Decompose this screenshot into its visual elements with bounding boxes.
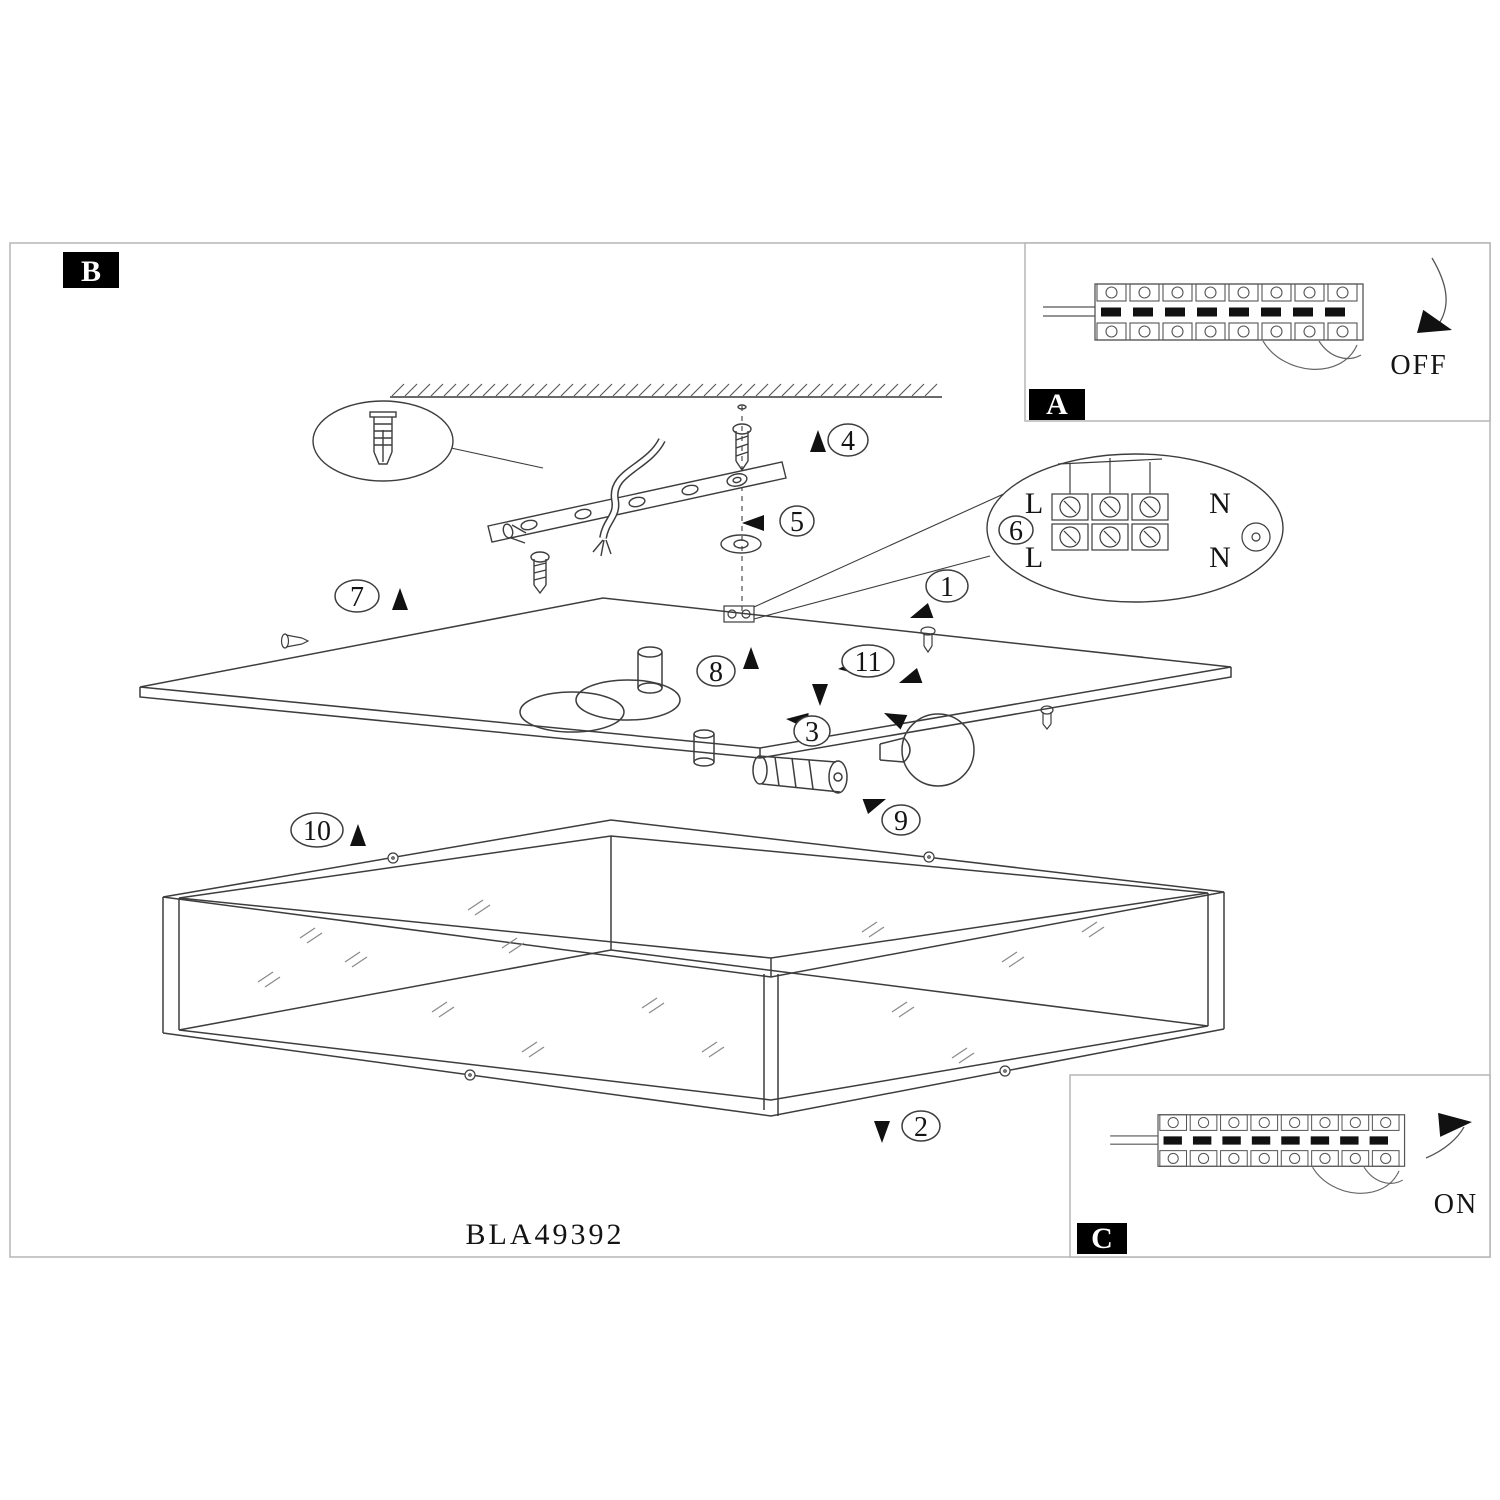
callout-step-1-label: 1 xyxy=(940,572,954,603)
mounting-plate xyxy=(139,597,1232,794)
ground-terminal-icon xyxy=(1241,522,1271,552)
neutral-label-bottom: N xyxy=(1209,541,1231,574)
callout-step-3-label: 3 xyxy=(805,717,819,748)
plate-screw-small-2 xyxy=(1040,705,1054,730)
ceiling-hatch xyxy=(390,383,942,398)
power-cable xyxy=(592,437,666,557)
callout-step-2: 2 xyxy=(901,1110,941,1143)
callout-step-10: 10 xyxy=(290,812,344,848)
callout-step-2-label: 2 xyxy=(914,1112,928,1143)
on-label: ON xyxy=(1434,1189,1478,1220)
callout-step-5: 5 xyxy=(779,505,815,538)
on-arrow-curve xyxy=(1425,1126,1465,1159)
mounting-screw-top xyxy=(732,423,752,472)
section-c-tag: C xyxy=(1077,1222,1127,1255)
plate-screw-left xyxy=(280,633,310,649)
callout-step-9: 9 xyxy=(881,804,921,837)
lampholder-cup xyxy=(519,679,681,733)
callout-step-4-label: 4 xyxy=(841,426,855,457)
section-b-label: B xyxy=(81,255,101,288)
live-label-bottom: L xyxy=(1025,541,1043,574)
live-label-top: L xyxy=(1025,487,1043,520)
callout-step-4: 4 xyxy=(827,423,869,457)
wall-plug-icon xyxy=(369,411,397,465)
callout-step-8-label: 8 xyxy=(709,657,723,688)
panel-a: OFF A xyxy=(1024,242,1491,422)
wall-anchor-detail xyxy=(312,400,544,482)
terminal-block xyxy=(1051,458,1271,552)
off-arrow-curve xyxy=(1431,257,1447,323)
callout-step-11: 11 xyxy=(841,644,895,678)
threaded-post-1 xyxy=(637,646,663,694)
callout-step-6: 6 xyxy=(998,515,1034,547)
plate-screw-small-1 xyxy=(920,626,936,654)
callout-step-10-label: 10 xyxy=(303,816,331,847)
callout-step-5-label: 5 xyxy=(790,507,804,538)
off-label: OFF xyxy=(1390,350,1447,381)
light-bulb xyxy=(879,713,975,787)
callout-step-11-label: 11 xyxy=(855,647,882,678)
panel-c: ON C xyxy=(1069,1074,1491,1258)
callout-step-6-label: 6 xyxy=(1009,516,1023,547)
inserted-screw xyxy=(502,523,527,544)
section-b-tag: B xyxy=(63,252,119,288)
junction-box xyxy=(723,605,755,623)
callout-step-7: 7 xyxy=(334,579,380,613)
callout-step-1: 1 xyxy=(925,569,969,603)
callout-step-3: 3 xyxy=(793,715,831,748)
rim-screws xyxy=(387,851,1011,1081)
washer-ring xyxy=(720,534,762,554)
callout-step-8: 8 xyxy=(696,655,736,688)
wiring-detail: L N L N xyxy=(753,453,1284,620)
section-c-label: C xyxy=(1091,1222,1113,1255)
keyhole-slot xyxy=(726,473,748,487)
section-a-label: A xyxy=(1046,388,1068,421)
neutral-label-top: N xyxy=(1209,487,1231,520)
mounting-screw-left xyxy=(530,551,550,595)
section-a-tag: A xyxy=(1029,388,1085,421)
callout-step-7-label: 7 xyxy=(350,582,364,613)
model-number: BLA49392 xyxy=(466,1218,625,1251)
callout-step-9-label: 9 xyxy=(894,806,908,837)
threaded-post-2 xyxy=(693,729,715,767)
lamp-socket xyxy=(752,755,848,794)
mounting-bracket xyxy=(487,404,787,612)
glass-shade-box xyxy=(162,819,1225,1117)
step-callouts: 4 5 7 8 1 11 3 9 xyxy=(290,423,1034,1144)
